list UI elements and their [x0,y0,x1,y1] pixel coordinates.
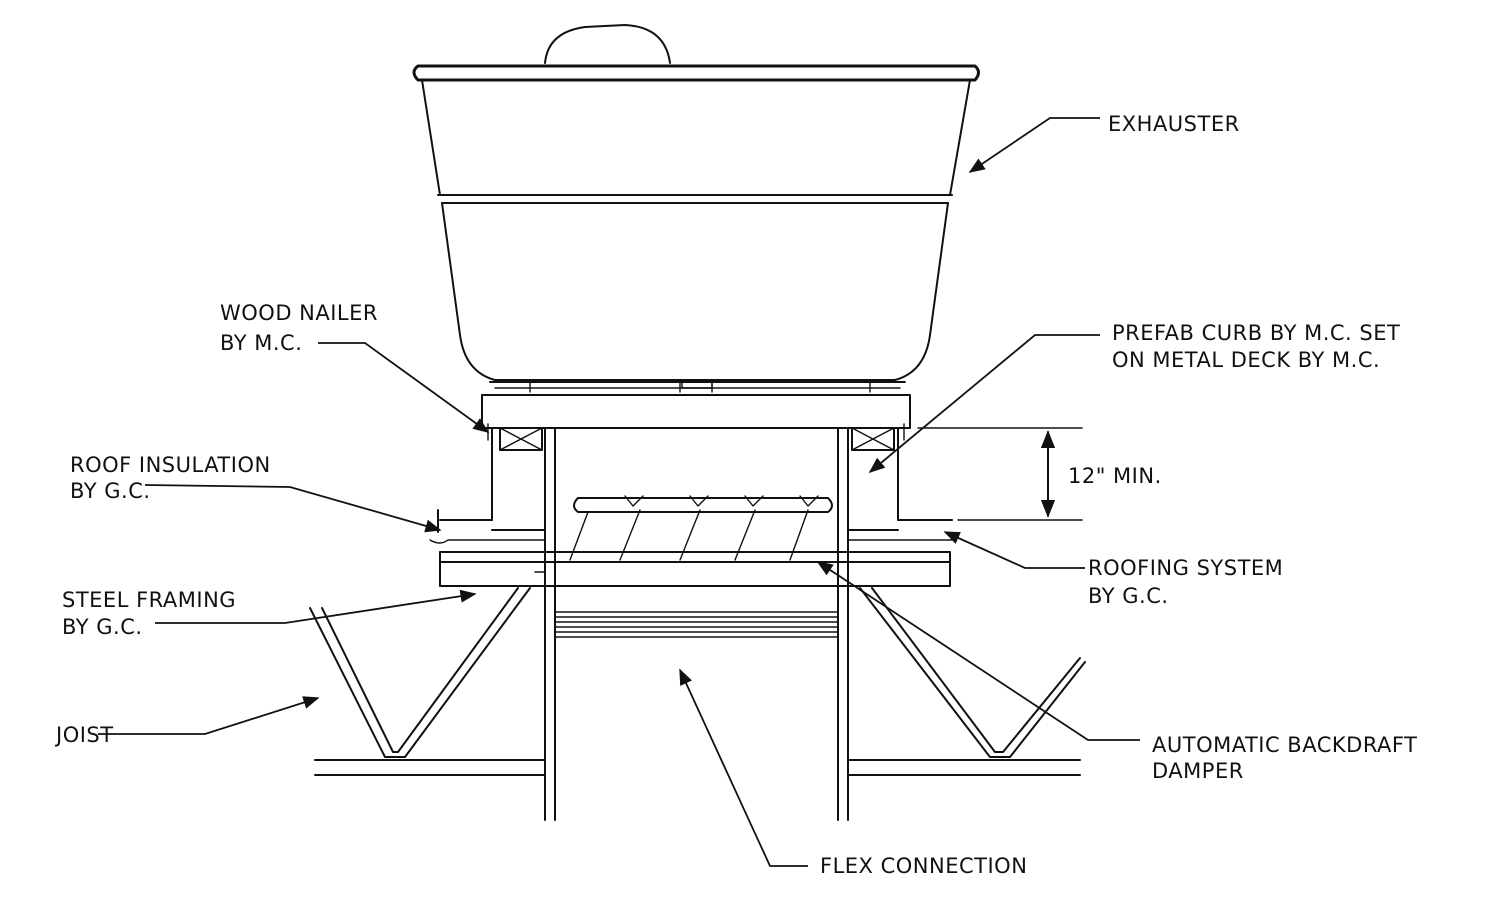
leaders [98,117,1140,867]
exhauster-unit [412,24,980,393]
label-wood-nailer-line2: BY M.C. [220,331,302,355]
label-roofing-system-line2: BY G.C. [1088,584,1169,608]
label-damper-line1: AUTOMATIC BACKDRAFT [1152,733,1417,757]
label-damper-line2: DAMPER [1152,759,1244,783]
label-prefab-curb-line1: PREFAB CURB BY M.C. SET [1112,321,1400,345]
label-flex-connection: FLEX CONNECTION [820,854,1027,878]
label-wood-nailer-line1: WOOD NAILER [220,301,378,325]
label-roof-insulation-line2: BY G.C. [70,479,151,503]
label-steel-framing-line1: STEEL FRAMING [62,588,236,612]
label-joist: JOIST [54,723,114,747]
joists [309,587,1086,776]
dimension-12in [917,427,1083,521]
label-roof-insulation-line1: ROOF INSULATION [70,453,271,477]
label-steel-framing-line2: BY G.C. [62,615,143,639]
label-exhauster: EXHAUSTER [1108,112,1240,136]
label-prefab-curb-line2: ON METAL DECK BY M.C. [1112,348,1380,372]
labels: EXHAUSTER WOOD NAILER BY M.C. PREFAB CUR… [54,112,1417,878]
roof-assembly [429,509,956,587]
flex-connection [554,611,839,638]
label-dimension: 12" MIN. [1068,464,1162,488]
backdraft-damper [569,495,833,561]
label-roofing-system-line1: ROOFING SYSTEM [1088,556,1283,580]
prefab-curb [481,394,911,821]
